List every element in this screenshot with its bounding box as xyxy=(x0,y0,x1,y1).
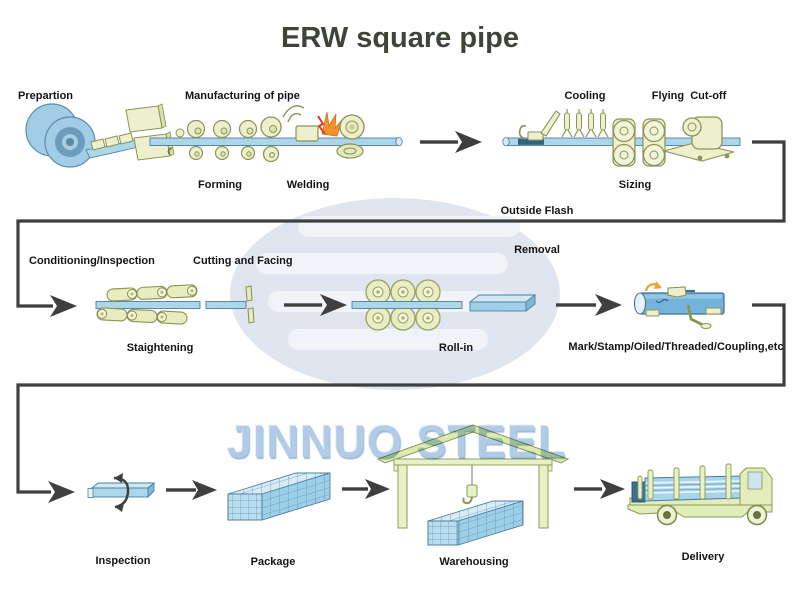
delivery-truck-graphic xyxy=(627,463,773,526)
label-delivery: Delivery xyxy=(681,551,725,563)
label-package: Package xyxy=(250,556,296,568)
label-prepartion: Prepartion xyxy=(18,90,74,102)
label-forming: Forming xyxy=(198,179,242,191)
cooling-sprayers-graphic xyxy=(561,109,609,138)
truck-load-graphic xyxy=(644,475,743,502)
label-sizing: Sizing xyxy=(618,179,652,191)
flow-arrow-row2-b xyxy=(556,294,622,316)
package-bundle-graphic xyxy=(227,472,331,521)
marking-station-graphic xyxy=(634,281,725,329)
page-title: ERW square pipe xyxy=(281,22,519,54)
connector-row2-row3 xyxy=(16,303,786,503)
label-outside-flash-removal: Outside Flash Removal xyxy=(500,205,574,256)
coil-graphic xyxy=(25,103,153,168)
label-rollin: Roll-in xyxy=(438,342,474,354)
cutting-facing-graphic xyxy=(205,285,255,324)
crane-hook-icon xyxy=(462,465,478,505)
flow-arrow-row3-b xyxy=(342,479,390,499)
warehouse-graphic xyxy=(376,424,570,546)
label-manufacturing: Manufacturing of pipe xyxy=(185,90,300,102)
connector-row1-row2 xyxy=(16,140,786,317)
flow-arrow-row1 xyxy=(420,131,482,153)
label-mark: Mark/Stamp/Oiled/Threaded/Coupling,etc xyxy=(568,341,784,353)
straightening-graphic xyxy=(95,284,201,325)
rollin-graphic xyxy=(351,279,463,331)
label-warehousing: Warehousing xyxy=(439,556,509,568)
inspection-pipe-graphic xyxy=(87,473,156,512)
label-inspection: Inspection xyxy=(95,555,151,567)
flow-arrow-row3-c xyxy=(574,479,625,499)
flow-arrow-row3-a xyxy=(166,480,217,500)
flow-arrow-row2-a xyxy=(284,294,347,316)
flash-removal-tool-graphic xyxy=(518,110,561,141)
flame-icon xyxy=(321,111,343,137)
warehouse-bundle-graphic xyxy=(427,500,524,546)
label-cooling: Cooling xyxy=(564,90,606,102)
forming-mill-graphic xyxy=(186,116,282,163)
square-pipe-graphic xyxy=(468,294,537,312)
label-staightening: Staightening xyxy=(126,342,194,354)
flying-cutoff-graphic xyxy=(661,116,735,162)
rotation-arrow-icon xyxy=(113,473,130,512)
row1-pipe-left xyxy=(149,137,403,147)
label-flying-cutoff: Flying Cut-off xyxy=(651,90,727,102)
strip-leveling-graphic xyxy=(90,103,185,161)
label-cutting-facing: Cutting and Facing xyxy=(193,255,293,267)
label-welding: Welding xyxy=(286,179,330,191)
sizing-stands-graphic xyxy=(612,118,666,167)
label-conditioning: Conditioning/Inspection xyxy=(29,255,155,267)
welding-station-graphic xyxy=(282,105,365,159)
watermark-text: JINNUO STEEL xyxy=(227,416,567,467)
